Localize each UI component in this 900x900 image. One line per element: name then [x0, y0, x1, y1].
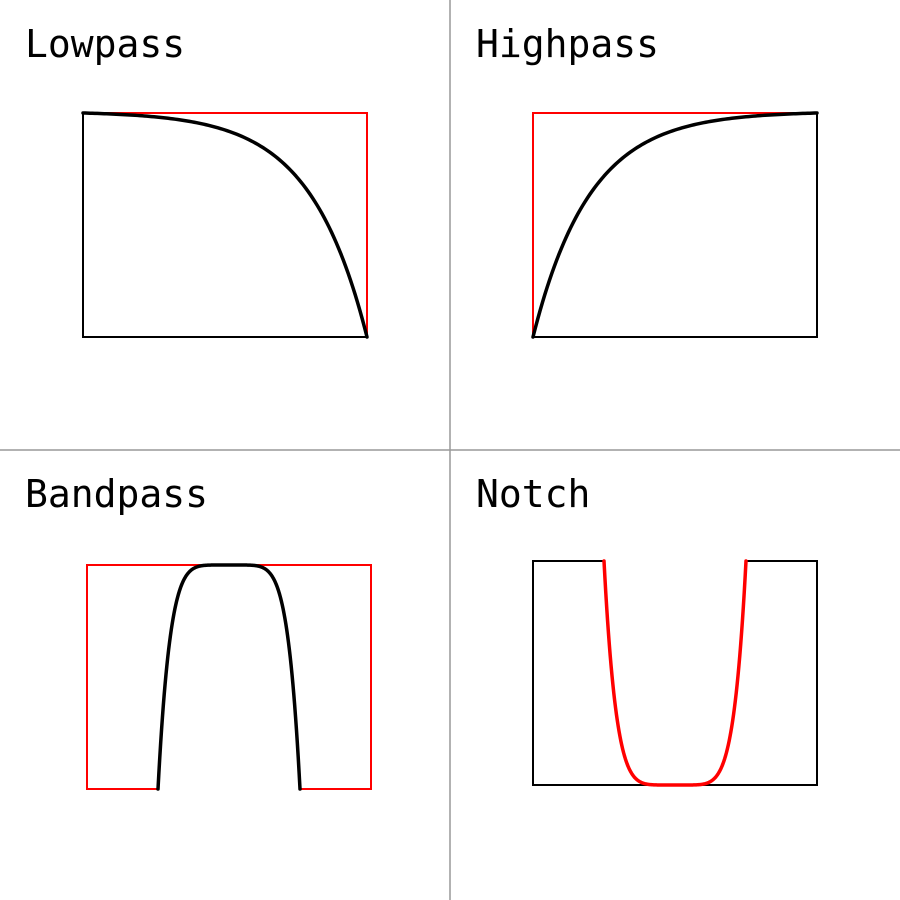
highpass-frame	[533, 113, 818, 338]
bandpass-panel	[86, 563, 372, 791]
lowpass-response-curve	[81, 111, 369, 339]
lowpass-panel	[81, 111, 369, 339]
notch-frame	[532, 560, 818, 786]
lowpass-title: Lowpass	[25, 22, 186, 66]
notch-panel	[532, 559, 818, 787]
highpass-response-curve	[531, 111, 819, 339]
highpass-title: Highpass	[476, 22, 660, 66]
bandpass-ideal-shape	[86, 564, 372, 790]
lowpass-ideal-shape	[83, 112, 368, 337]
bandpass-title: Bandpass	[25, 472, 209, 516]
notch-response-curve	[602, 559, 748, 787]
bandpass-response-curve	[156, 563, 302, 791]
highpass-ideal-shape	[532, 112, 817, 337]
lowpass-frame	[82, 113, 367, 338]
notch-title: Notch	[476, 472, 591, 516]
highpass-panel	[531, 111, 819, 339]
